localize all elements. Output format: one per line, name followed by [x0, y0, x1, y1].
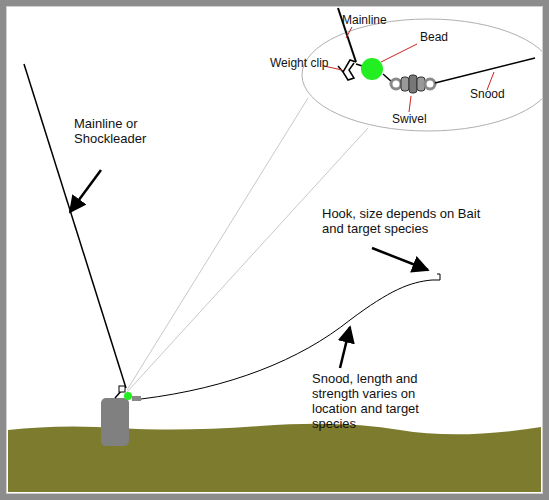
seabed — [8, 424, 541, 492]
part-label: Weight clip — [270, 57, 328, 70]
callout-label: Mainline or Shockleader — [74, 116, 184, 146]
callout-label: Snood, length and strength varies on loc… — [312, 371, 457, 431]
part-label: Snood — [470, 88, 505, 101]
part-label: Mainline — [342, 14, 387, 27]
callout-label: Hook, size depends on Bait and target sp… — [322, 206, 497, 236]
zoom-inset — [302, 19, 549, 131]
sinker — [101, 398, 129, 446]
bead — [361, 58, 383, 80]
mainline — [24, 64, 126, 388]
swivel — [391, 75, 435, 93]
part-label: Bead — [420, 31, 448, 44]
part-label: Swivel — [392, 113, 427, 126]
hook — [432, 274, 440, 280]
